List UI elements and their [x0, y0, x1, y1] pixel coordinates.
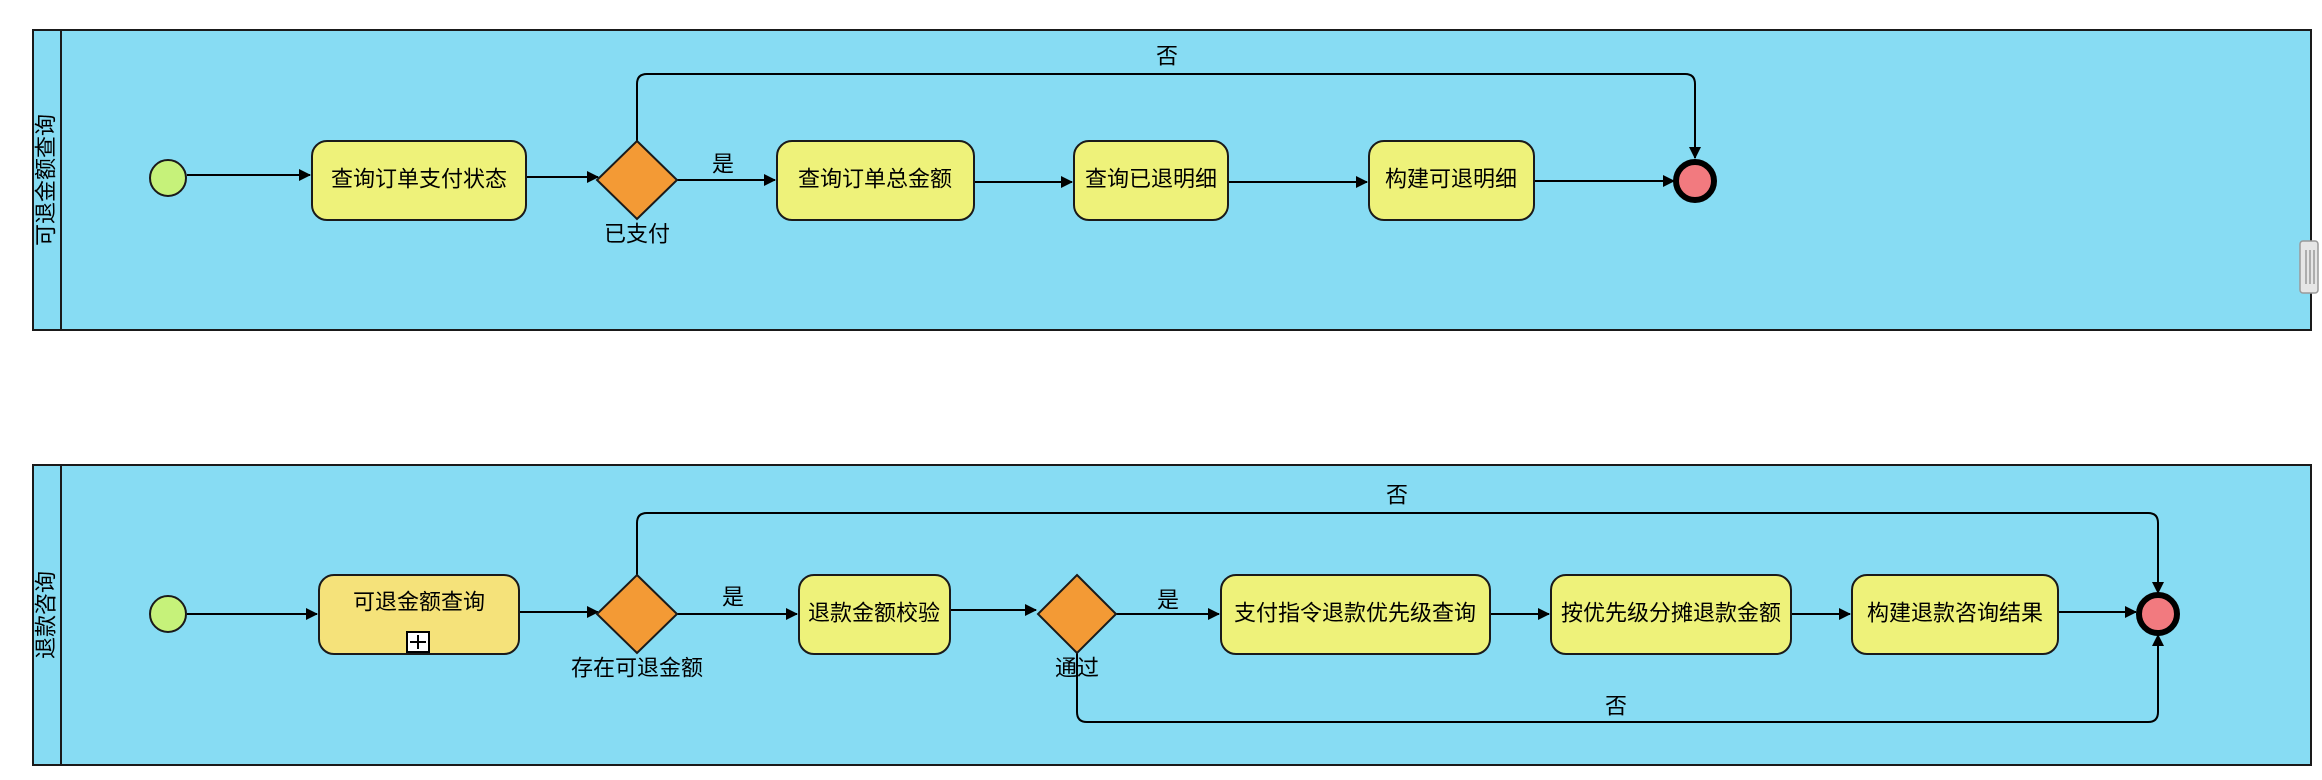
- sequence-flow-no: [636, 73, 1701, 159]
- task-build-refund-consult-result[interactable]: [1851, 574, 2059, 655]
- task-label: 查询订单总金额: [798, 168, 952, 193]
- task-label: 按优先级分摊退款金额: [1561, 602, 1781, 627]
- sequence-flow-no: [636, 512, 2164, 594]
- task-label: 构建可退明细: [1385, 168, 1517, 193]
- pool-refund-consultation: 退款咨询 可退金额查询 退款金额校验 支付指令退款优先级查询 按优先级分摊退款金…: [32, 464, 2312, 766]
- flow-label-yes: 是: [1157, 589, 1179, 614]
- exclusive-gateway[interactable]: [595, 573, 679, 655]
- task-label: 支付指令退款优先级查询: [1234, 602, 1476, 627]
- pool-title: 可退金额查询: [35, 114, 60, 246]
- exclusive-gateway[interactable]: [595, 139, 679, 221]
- sequence-flow-no: [1076, 634, 2164, 723]
- task-label: 查询订单支付状态: [331, 168, 507, 193]
- pool-header: [32, 29, 62, 331]
- flow-label-no: 否: [1156, 45, 1178, 70]
- start-event[interactable]: [149, 159, 187, 197]
- task-query-order-total[interactable]: [776, 140, 975, 221]
- subprocess-expand-icon[interactable]: [406, 631, 430, 653]
- gateway-label: 存在可退金额: [571, 657, 703, 682]
- exclusive-gateway[interactable]: [1036, 573, 1118, 655]
- pool-title: 退款咨询: [35, 571, 60, 659]
- pool-header: [32, 464, 62, 766]
- task-payment-instruction-priority-query[interactable]: [1220, 574, 1491, 655]
- task-label: 退款金额校验: [808, 602, 940, 627]
- gateway-label: 通过: [1055, 657, 1099, 682]
- flow-label-yes: 是: [722, 586, 744, 611]
- task-query-order-pay-status[interactable]: [311, 140, 527, 221]
- flow-label-yes: 是: [712, 153, 734, 178]
- task-label: 查询已退明细: [1085, 168, 1217, 193]
- gateway-label: 已支付: [604, 223, 670, 248]
- subprocess-refundable-amount-query[interactable]: [318, 574, 520, 655]
- resize-handle[interactable]: [2299, 240, 2319, 294]
- task-query-refunded-details[interactable]: [1073, 140, 1229, 221]
- task-label: 构建退款咨询结果: [1867, 602, 2043, 627]
- task-refund-amount-check[interactable]: [798, 574, 951, 655]
- end-event[interactable]: [2136, 592, 2180, 636]
- task-build-refundable-details[interactable]: [1368, 140, 1535, 221]
- end-event[interactable]: [1673, 159, 1717, 203]
- flow-label-no: 否: [1605, 695, 1627, 720]
- start-event[interactable]: [149, 595, 187, 633]
- pool-refundable-amount-query: 可退金额查询 查询订单支付状态 查询订单总金额 查询已退明细 构建可退明细 已支…: [32, 29, 2319, 331]
- subprocess-label: 可退金额查询: [353, 591, 485, 616]
- task-allocate-refund-by-priority[interactable]: [1550, 574, 1792, 655]
- flow-label-no: 否: [1386, 484, 1408, 509]
